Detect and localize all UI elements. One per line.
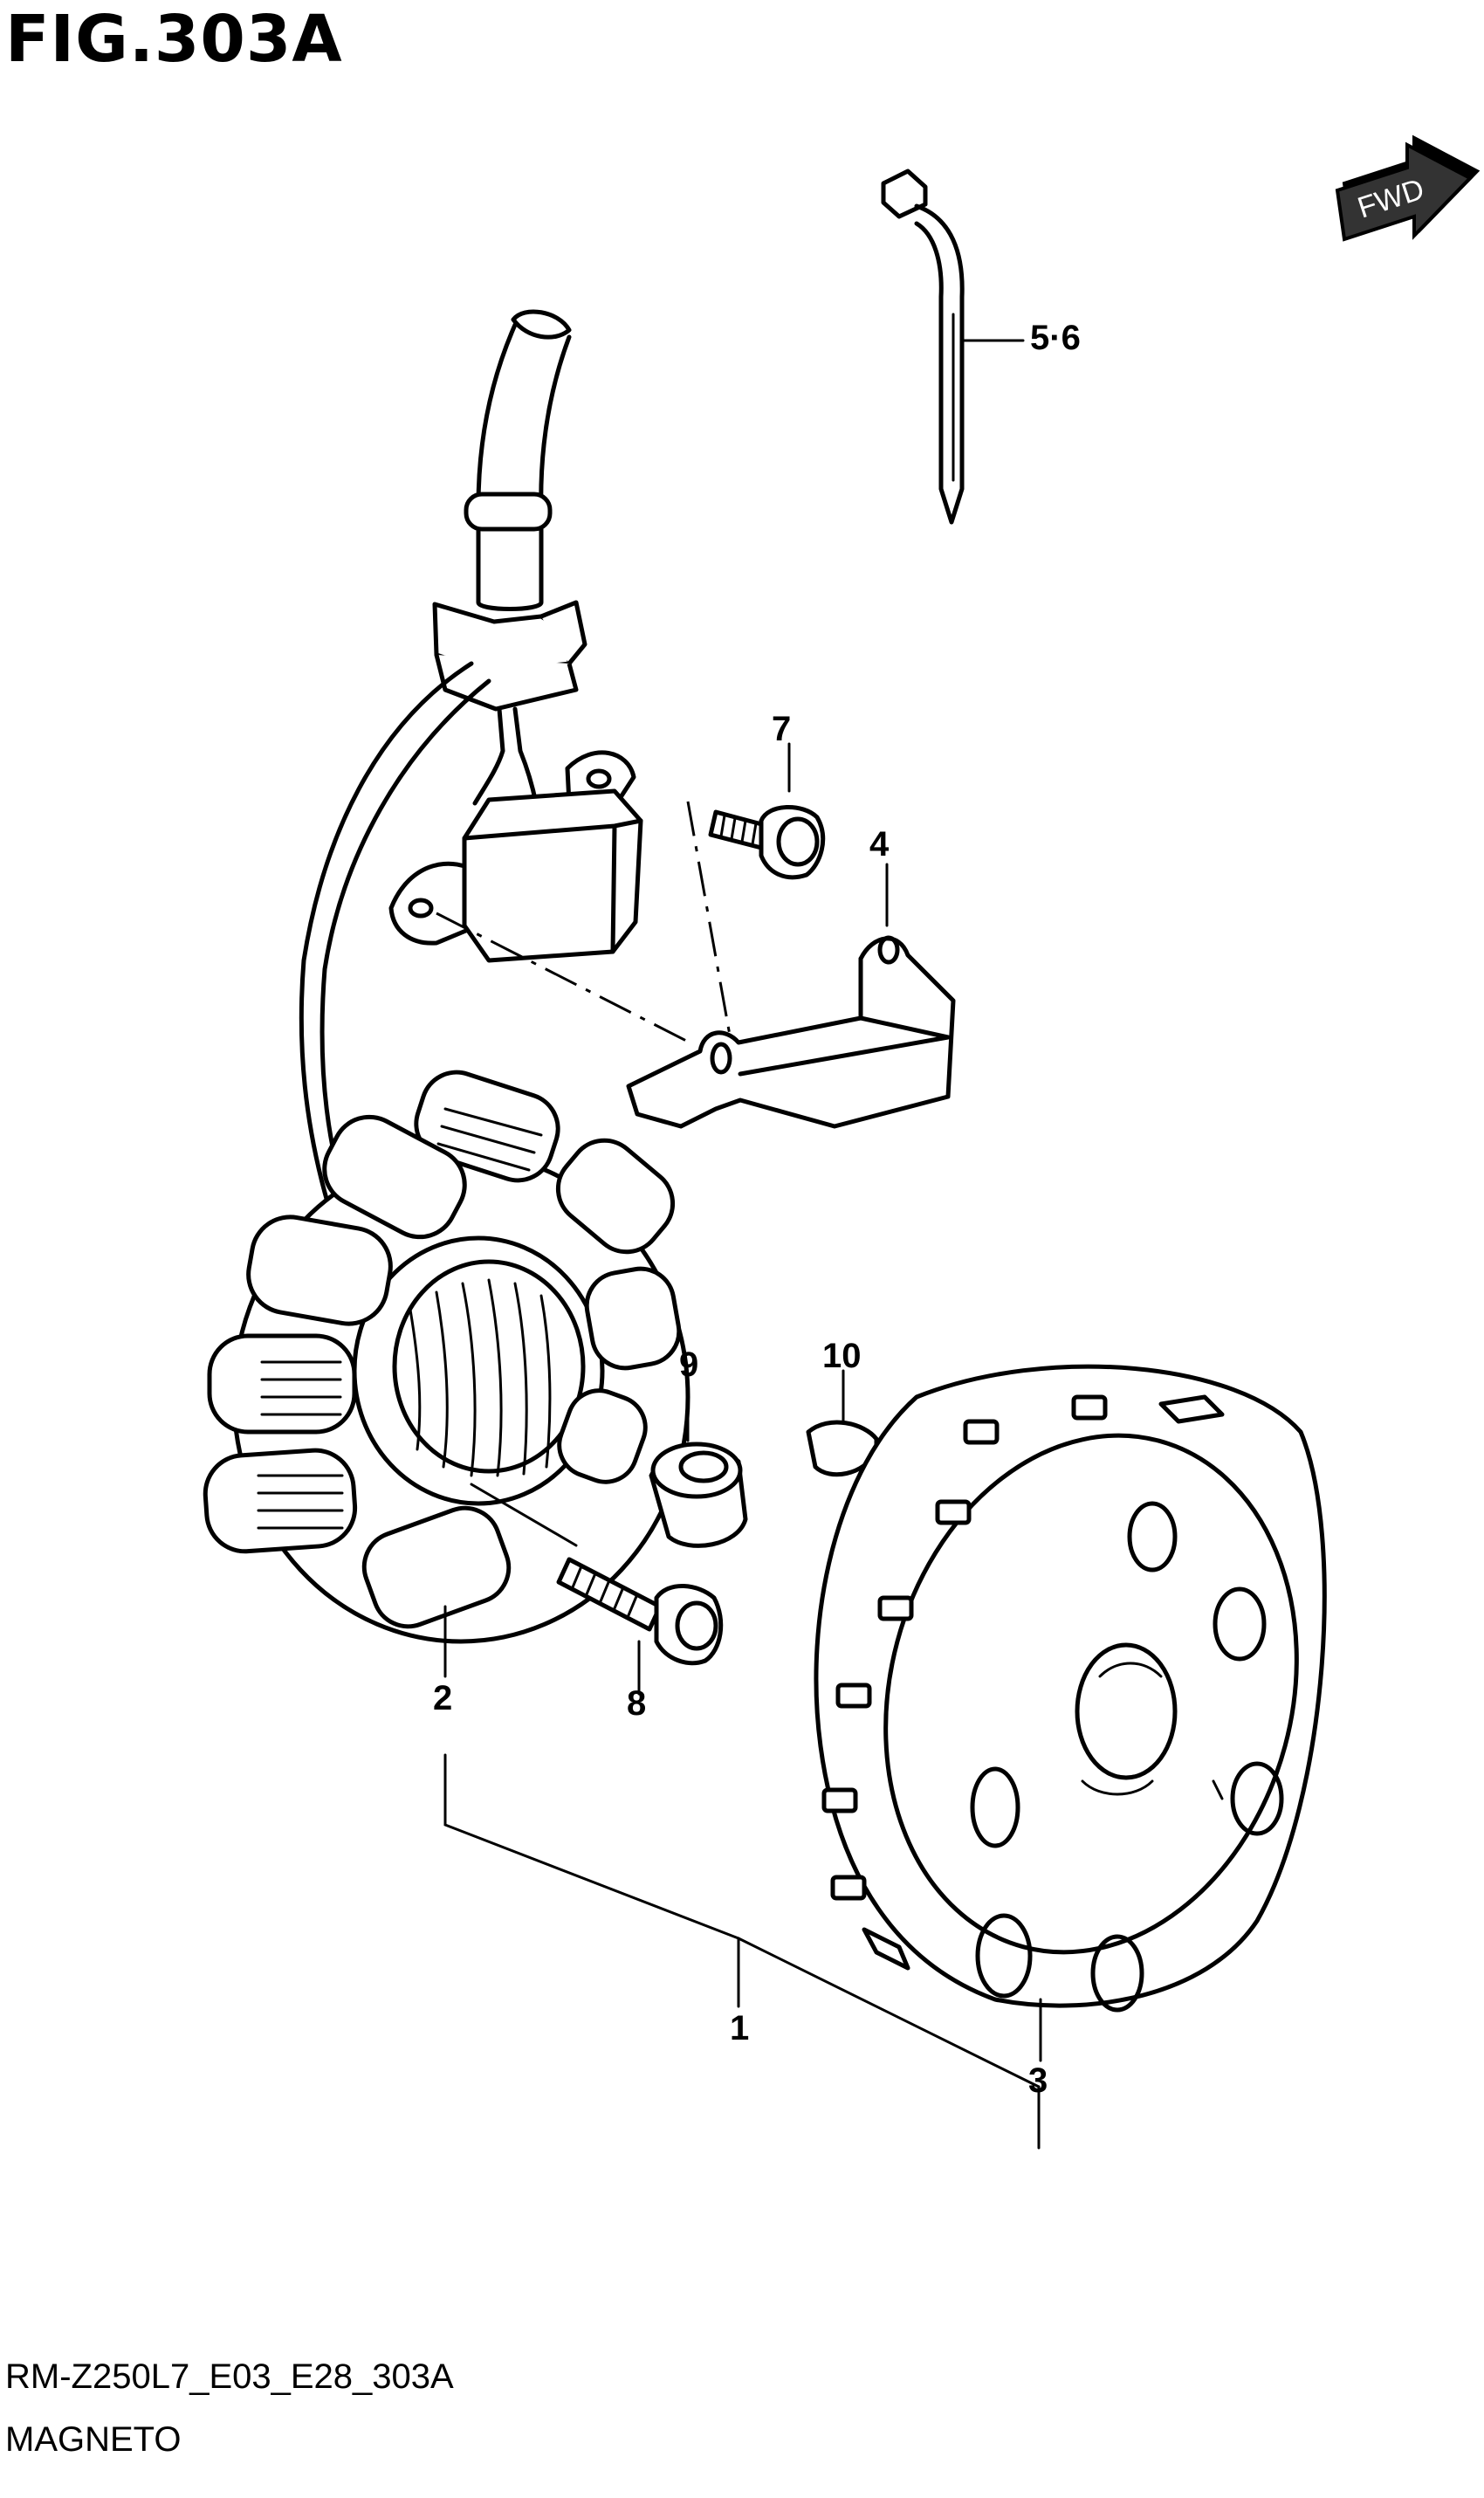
assembly-bracket-line [443, 1753, 1041, 2150]
model-code: RM-Z250L7_E03_E28_303A [5, 2357, 454, 2396]
part-label-8: 8 [627, 1684, 646, 1723]
figure-title: FIG.303A [5, 2, 343, 77]
fwd-arrow-icon: FWD [1335, 134, 1481, 242]
stator-2 [203, 1070, 690, 1678]
pickup-coil [388, 750, 643, 963]
part-label-4: 4 [869, 825, 890, 864]
part-label-2: 2 [433, 1679, 452, 1717]
bolt-7 [708, 742, 826, 880]
part-label-7: 7 [772, 710, 791, 748]
part-label-1: 1 [730, 2009, 749, 2047]
cable-tie [881, 169, 1025, 525]
bolt-8 [470, 1483, 724, 1696]
spacer-9 [649, 1378, 748, 1548]
part-label-5-6: 5·6 [1030, 319, 1081, 357]
alignment-lines [436, 801, 735, 1056]
bracket-4 [626, 863, 956, 1129]
figure-name: MAGNETO [5, 2420, 182, 2459]
part-label-10: 10 [822, 1337, 862, 1375]
lead-wire [299, 309, 587, 1208]
rotor-3 [814, 1364, 1327, 2062]
part-label-3: 3 [1028, 2061, 1048, 2100]
part-label-9: 9 [679, 1345, 698, 1384]
